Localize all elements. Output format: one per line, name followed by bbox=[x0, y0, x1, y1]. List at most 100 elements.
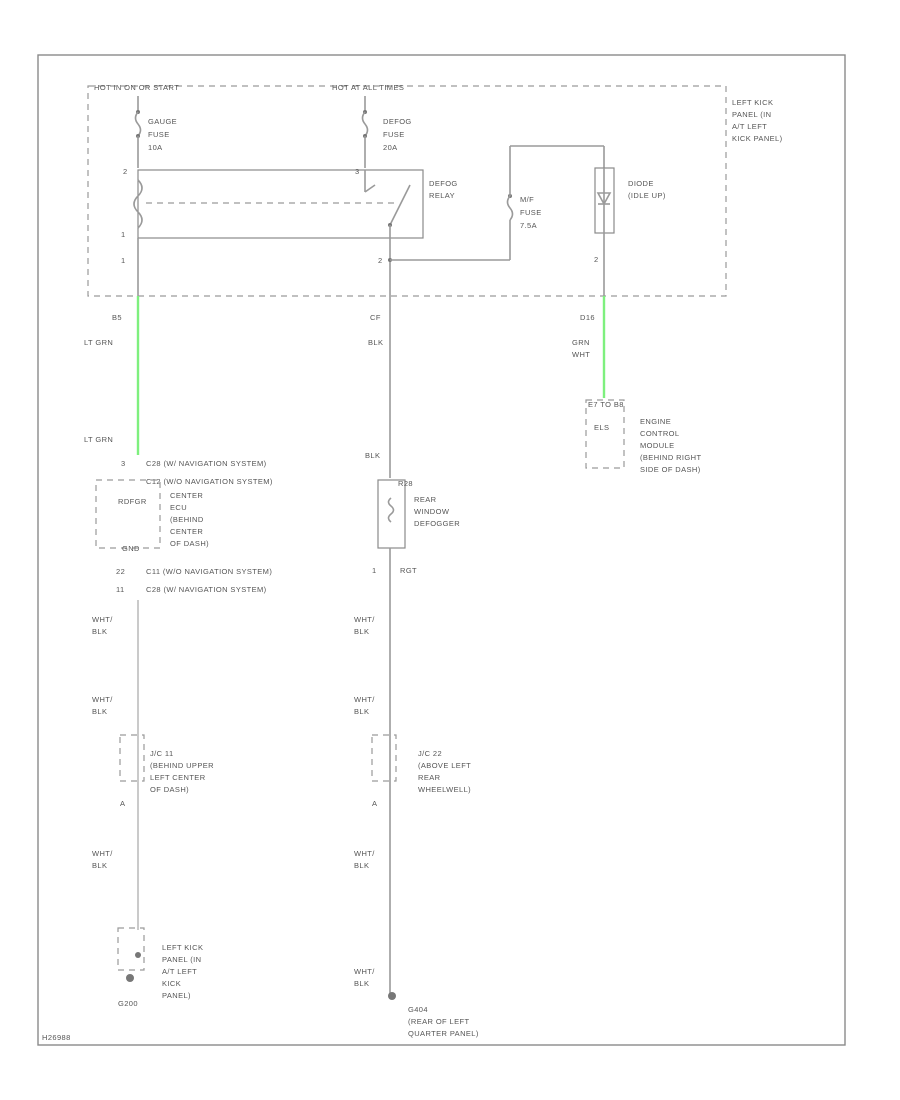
mid-ground-path: WHT/ BLK WHT/ BLK J/C 22 (ABOVE LEFT REA… bbox=[354, 548, 479, 1038]
defog-relay: 2 3 DEFOG RELAY 1 bbox=[121, 167, 458, 239]
svg-text:C28 (W/ NAVIGATION SYSTEM): C28 (W/ NAVIGATION SYSTEM) bbox=[146, 459, 267, 468]
svg-text:WHT/: WHT/ bbox=[354, 615, 375, 624]
svg-text:(BEHIND RIGHT: (BEHIND RIGHT bbox=[640, 453, 701, 462]
svg-text:MODULE: MODULE bbox=[640, 441, 675, 450]
svg-text:BLK: BLK bbox=[354, 861, 369, 870]
svg-text:SIDE OF DASH): SIDE OF DASH) bbox=[640, 465, 701, 474]
svg-text:CENTER: CENTER bbox=[170, 527, 203, 536]
svg-text:WHT/: WHT/ bbox=[92, 615, 113, 624]
mir-fuse: M/F FUSE 7.5A bbox=[390, 145, 604, 261]
svg-text:DEFOG: DEFOG bbox=[383, 117, 412, 126]
svg-text:M/F: M/F bbox=[520, 195, 534, 204]
svg-text:R28: R28 bbox=[398, 479, 413, 488]
svg-text:KICK PANEL): KICK PANEL) bbox=[732, 134, 783, 143]
svg-text:1: 1 bbox=[372, 566, 377, 575]
svg-text:PANEL (IN: PANEL (IN bbox=[162, 955, 201, 964]
svg-text:CONTROL: CONTROL bbox=[640, 429, 679, 438]
svg-text:A: A bbox=[372, 799, 377, 808]
svg-text:RELAY: RELAY bbox=[429, 191, 455, 200]
svg-text:FUSE: FUSE bbox=[148, 130, 170, 139]
fuse-box-label-mid: HOT AT ALL TIMES bbox=[332, 83, 404, 92]
wire-left-connector: B5 bbox=[112, 313, 122, 322]
svg-text:20A: 20A bbox=[383, 143, 398, 152]
defog-fuse: DEFOG FUSE 20A bbox=[361, 96, 412, 168]
svg-text:FUSE: FUSE bbox=[383, 130, 405, 139]
svg-text:ECU: ECU bbox=[170, 503, 187, 512]
svg-text:BLK: BLK bbox=[92, 861, 107, 870]
wire-mid-connector: CF bbox=[370, 313, 381, 322]
svg-text:ENGINE: ENGINE bbox=[640, 417, 671, 426]
fuse-box-outline bbox=[87, 85, 727, 297]
svg-text:WHEELWELL): WHEELWELL) bbox=[418, 785, 471, 794]
svg-text:PANEL): PANEL) bbox=[162, 991, 191, 1000]
svg-text:(BEHIND UPPER: (BEHIND UPPER bbox=[150, 761, 214, 770]
svg-text:WINDOW: WINDOW bbox=[414, 507, 450, 516]
svg-text:GND: GND bbox=[122, 544, 140, 553]
svg-text:(REAR OF LEFT: (REAR OF LEFT bbox=[408, 1017, 469, 1026]
diagram-id: H26988 bbox=[42, 1033, 71, 1042]
fuse-box-label-left: HOT IN ON OR START bbox=[94, 83, 179, 92]
diode-idle-up: DIODE (IDLE UP) 2 bbox=[594, 146, 666, 296]
svg-text:A/T LEFT: A/T LEFT bbox=[162, 967, 197, 976]
svg-text:PANEL (IN: PANEL (IN bbox=[732, 110, 771, 119]
svg-text:ELS: ELS bbox=[594, 423, 609, 432]
svg-text:2: 2 bbox=[123, 167, 128, 176]
svg-text:(BEHIND: (BEHIND bbox=[170, 515, 204, 524]
svg-text:LEFT KICK: LEFT KICK bbox=[732, 98, 773, 107]
svg-text:1: 1 bbox=[121, 256, 126, 265]
svg-text:RDFGR: RDFGR bbox=[118, 497, 147, 506]
svg-text:22: 22 bbox=[116, 567, 125, 576]
svg-text:LEFT KICK: LEFT KICK bbox=[162, 943, 203, 952]
svg-text:G200: G200 bbox=[118, 999, 138, 1008]
svg-text:3: 3 bbox=[121, 459, 126, 468]
svg-text:BLK: BLK bbox=[354, 627, 369, 636]
svg-text:DEFOGGER: DEFOGGER bbox=[414, 519, 460, 528]
svg-text:(ABOVE LEFT: (ABOVE LEFT bbox=[418, 761, 471, 770]
center-ecu: 3 C28 (W/ NAVIGATION SYSTEM) C12 (W/O NA… bbox=[95, 459, 273, 594]
svg-text:GAUGE: GAUGE bbox=[148, 117, 177, 126]
svg-text:REAR: REAR bbox=[414, 495, 437, 504]
wire-right-connector: D16 bbox=[580, 313, 595, 322]
wire-left-color: LT GRN bbox=[84, 338, 113, 347]
diagram-border bbox=[37, 54, 846, 1046]
svg-text:J/C 11: J/C 11 bbox=[150, 749, 174, 758]
svg-text:BLK: BLK bbox=[365, 451, 380, 460]
svg-text:RGT: RGT bbox=[400, 566, 417, 575]
svg-text:WHT/: WHT/ bbox=[354, 967, 375, 976]
svg-text:BLK: BLK bbox=[92, 627, 107, 636]
svg-text:QUARTER PANEL): QUARTER PANEL) bbox=[408, 1029, 479, 1038]
svg-text:WHT/: WHT/ bbox=[92, 849, 113, 858]
svg-text:2: 2 bbox=[594, 255, 599, 264]
svg-text:1: 1 bbox=[121, 230, 126, 239]
engine-control-module: E7 TO B8 ELS ENGINE CONTROL MODULE (BEHI… bbox=[585, 399, 701, 474]
svg-text:OF DASH): OF DASH) bbox=[170, 539, 209, 548]
fuse-box-location: LEFT KICK PANEL (IN A/T LEFT KICK PANEL) bbox=[732, 98, 783, 143]
svg-text:E7 TO B8: E7 TO B8 bbox=[588, 400, 624, 409]
gauge-fuse: GAUGE FUSE 10A bbox=[134, 96, 177, 168]
svg-text:C12 (W/O NAVIGATION SYSTEM): C12 (W/O NAVIGATION SYSTEM) bbox=[146, 477, 273, 486]
wire-mid-color: BLK bbox=[368, 338, 383, 347]
svg-text:FUSE: FUSE bbox=[520, 208, 542, 217]
svg-text:DEFOG: DEFOG bbox=[429, 179, 458, 188]
svg-text:11: 11 bbox=[116, 585, 125, 594]
svg-text:C28 (W/ NAVIGATION SYSTEM): C28 (W/ NAVIGATION SYSTEM) bbox=[146, 585, 267, 594]
svg-text:BLK: BLK bbox=[92, 707, 107, 716]
wire-right-color2: WHT bbox=[572, 350, 590, 359]
svg-text:BLK: BLK bbox=[354, 979, 369, 988]
svg-text:C11 (W/O NAVIGATION SYSTEM): C11 (W/O NAVIGATION SYSTEM) bbox=[146, 567, 272, 576]
svg-text:BLK: BLK bbox=[354, 707, 369, 716]
left-ground-path: WHT/ BLK WHT/ BLK J/C 11 (BEHIND UPPER L… bbox=[92, 600, 214, 1008]
svg-text:WHT/: WHT/ bbox=[354, 695, 375, 704]
svg-text:DIODE: DIODE bbox=[628, 179, 654, 188]
svg-text:J/C 22: J/C 22 bbox=[418, 749, 442, 758]
svg-text:A: A bbox=[120, 799, 125, 808]
svg-text:KICK: KICK bbox=[162, 979, 181, 988]
svg-text:WHT/: WHT/ bbox=[354, 849, 375, 858]
svg-text:OF DASH): OF DASH) bbox=[150, 785, 189, 794]
svg-text:A/T LEFT: A/T LEFT bbox=[732, 122, 767, 131]
svg-text:10A: 10A bbox=[148, 143, 163, 152]
svg-text:(IDLE UP): (IDLE UP) bbox=[628, 191, 666, 200]
svg-text:LEFT CENTER: LEFT CENTER bbox=[150, 773, 206, 782]
svg-text:G404: G404 bbox=[408, 1005, 428, 1014]
